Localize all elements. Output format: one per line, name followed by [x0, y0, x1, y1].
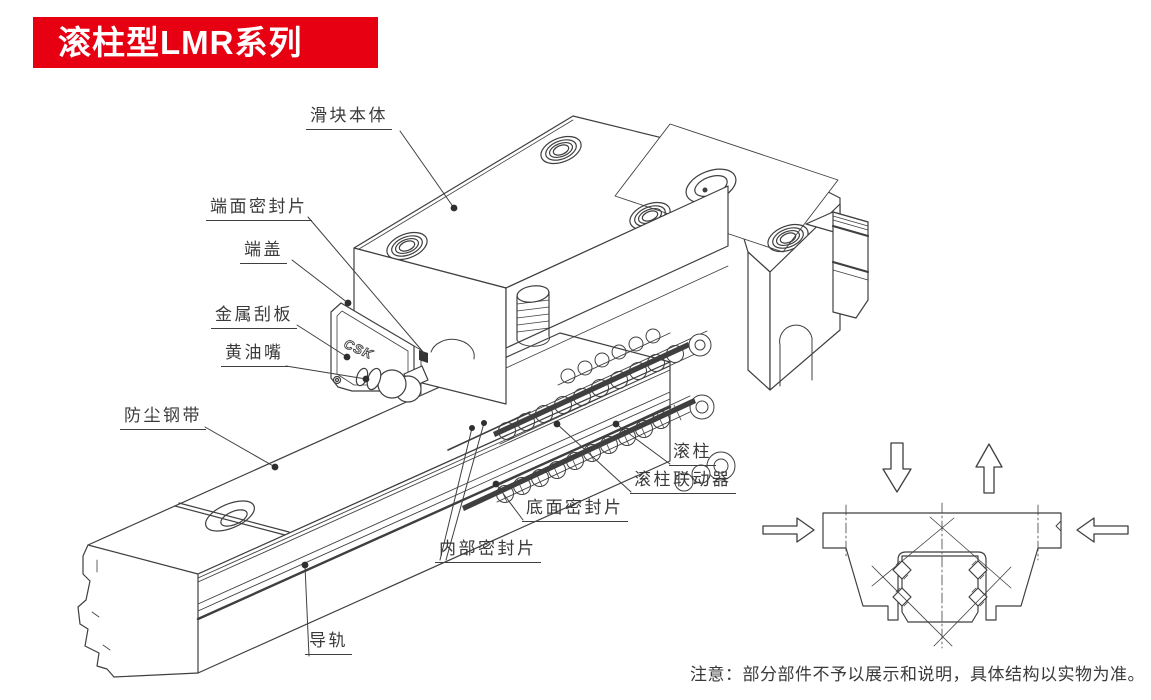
threaded-hole	[540, 135, 582, 165]
left-load-arrow	[1076, 517, 1129, 543]
part-label-bottom-seal: 底面密封片	[522, 498, 628, 522]
footnote: 注意：部分部件不予以展示和说明，具体结构以实物为准。	[690, 665, 1145, 684]
part-label-guide-rail: 导轨	[305, 631, 352, 655]
grease-nipple-drawing	[355, 365, 429, 403]
part-label-end-face-seal: 端面密封片	[206, 197, 312, 221]
far-roller-row	[560, 328, 661, 384]
down-load-arrow	[882, 442, 912, 493]
part-label-dust-steel-band: 防尘钢带	[120, 406, 206, 430]
end-cap-drawing: CSK	[330, 302, 429, 403]
leader-dots	[271, 204, 620, 569]
part-label-roller: 滚柱	[669, 442, 716, 466]
slider-block-drawing	[353, 115, 841, 405]
leader-lines	[204, 130, 671, 657]
cross-section-drawing	[762, 442, 1129, 649]
upper-roller-row	[498, 345, 684, 440]
threaded-hole	[386, 231, 428, 261]
part-label-metal-scraper: 金属刮板	[211, 305, 297, 329]
part-label-roller-retainer: 滚柱联动器	[630, 470, 736, 494]
part-label-slider-body: 滑块本体	[306, 106, 392, 130]
threaded-hole	[767, 223, 809, 253]
series-title-banner: 滚柱型LMR系列	[33, 17, 378, 68]
up-load-arrow	[975, 443, 1003, 494]
sectioned-thread-cylinder	[516, 285, 550, 347]
end-seal-sliver	[419, 350, 428, 363]
section-rollers	[892, 560, 988, 607]
part-label-grease-nipple: 黄油嘴	[221, 343, 288, 367]
right-load-arrow	[762, 517, 815, 543]
rail-bolt-hole	[205, 500, 255, 532]
roller-chain-cutaway	[447, 328, 736, 511]
part-label-end-cap: 端盖	[240, 240, 287, 264]
rail-drawing	[77, 332, 672, 678]
rail-end-sliver	[805, 211, 870, 319]
part-label-internal-seal: 内部密封片	[435, 539, 541, 563]
page-title: 滚柱型LMR系列	[58, 24, 303, 61]
